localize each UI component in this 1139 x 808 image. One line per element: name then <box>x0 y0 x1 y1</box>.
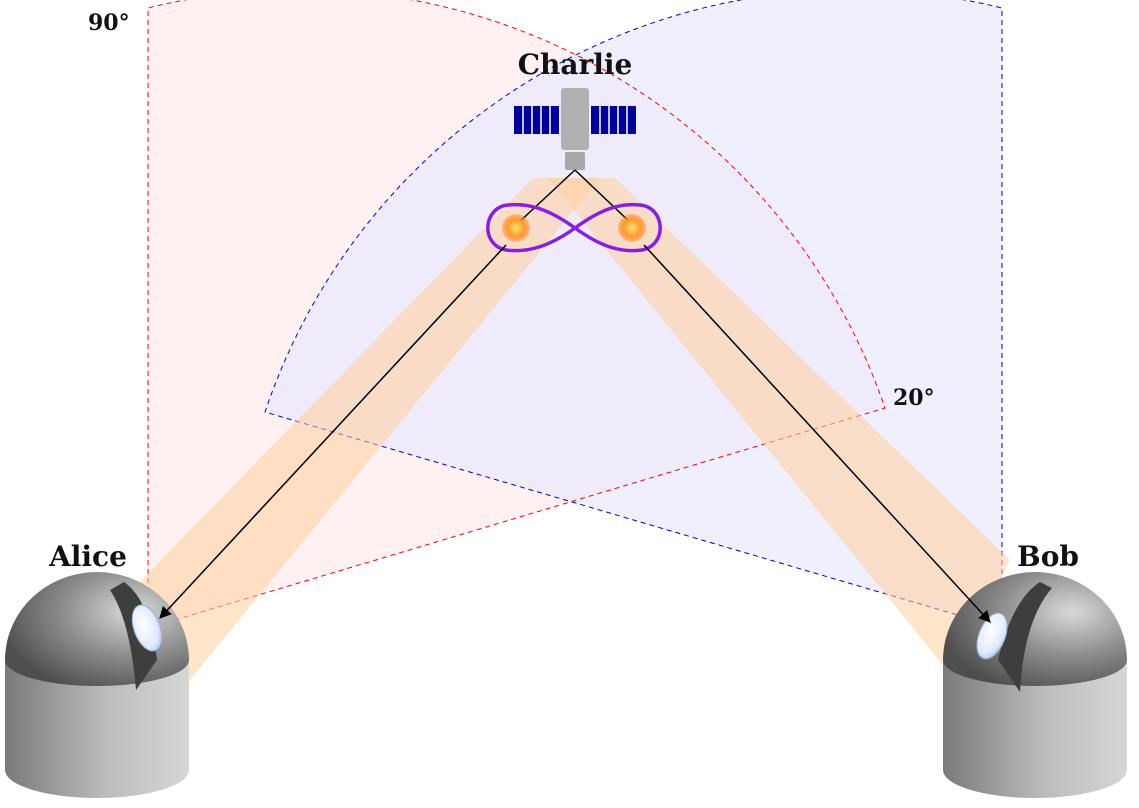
alice-cone-edge <box>147 0 886 629</box>
angle-20-label: 20° <box>893 385 935 411</box>
alice-observatory <box>5 572 189 798</box>
photon-right-icon <box>618 214 646 242</box>
emit-line-left <box>515 169 576 226</box>
satellite-body <box>561 88 589 150</box>
photon-left-icon <box>502 214 530 242</box>
left-solar-panel <box>514 106 559 134</box>
bob-observatory <box>943 572 1127 798</box>
arrow-to-alice <box>159 244 507 619</box>
satellite-emitter <box>565 152 585 170</box>
alice-beam <box>132 178 600 680</box>
bob-base <box>943 655 1127 798</box>
alice-base <box>5 655 189 798</box>
emit-line-right <box>574 169 634 226</box>
charlie-label: Charlie <box>518 48 633 81</box>
bob-cone-edge <box>264 0 1003 629</box>
alice-slit <box>110 582 157 690</box>
bob-label: Bob <box>1017 540 1079 573</box>
alice-lens-icon <box>131 604 163 652</box>
bob-beam <box>548 178 1010 680</box>
arrow-to-bob <box>643 244 991 623</box>
bob-slit <box>998 582 1052 692</box>
bob-lens-icon <box>976 612 1008 660</box>
angle-90-label: 90° <box>88 10 130 36</box>
infinity-loop-icon <box>486 202 662 253</box>
satellite-icon <box>514 88 636 170</box>
right-solar-panel <box>591 106 636 134</box>
alice-label: Alice <box>48 540 127 573</box>
